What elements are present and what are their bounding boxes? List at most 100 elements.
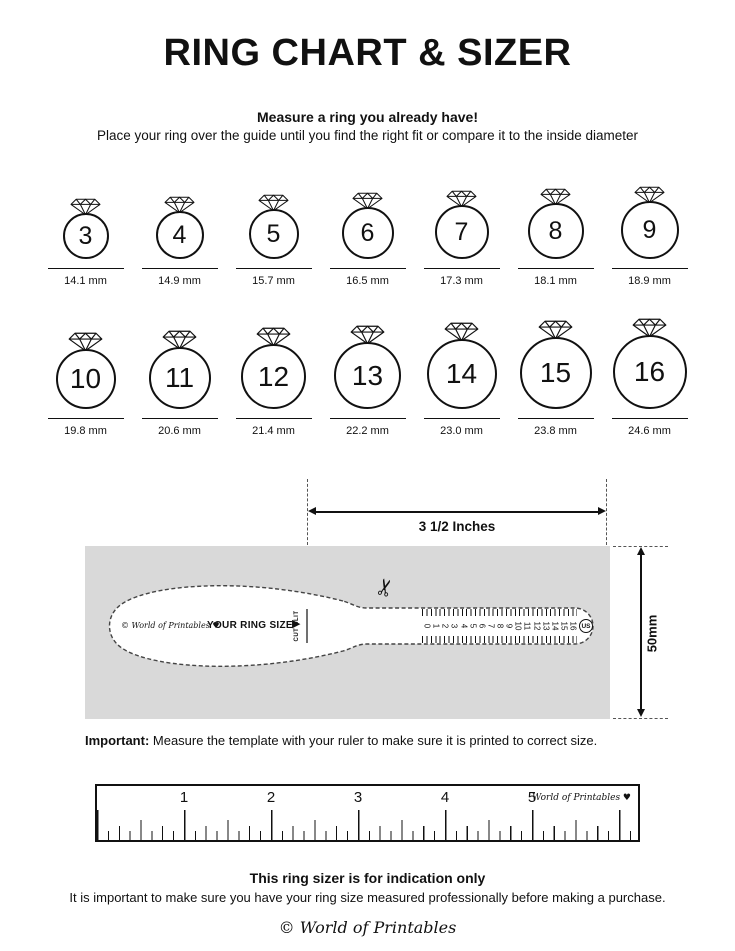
ring-size-item: 6 16.5 mm bbox=[321, 185, 415, 287]
diamond-icon bbox=[632, 318, 667, 338]
ring-band: 7 bbox=[434, 205, 489, 259]
important-note: Important: Measure the template with you… bbox=[85, 733, 735, 748]
ring-diameter-label: 15.7 mm bbox=[252, 275, 295, 287]
ring-illustration: 4 bbox=[155, 185, 204, 259]
ring-divider bbox=[517, 268, 594, 269]
ring-row-1: 3 14.1 mm 4 14.9 mm bbox=[0, 185, 735, 287]
ring-divider bbox=[329, 418, 406, 419]
ring-diameter-label: 23.8 mm bbox=[534, 425, 577, 437]
ring-band: 6 bbox=[341, 207, 394, 259]
scale-number: 7 bbox=[486, 623, 496, 629]
ring-size-number: 15 bbox=[539, 357, 572, 388]
ring-divider bbox=[423, 418, 500, 419]
ruler-number: 1 bbox=[179, 789, 189, 806]
height-guide-line-bottom bbox=[613, 718, 668, 719]
strap-ticks-top bbox=[422, 609, 577, 616]
ring-size-number: 5 bbox=[266, 219, 281, 248]
diamond-icon bbox=[258, 194, 289, 212]
ring-illustration: 7 bbox=[434, 185, 489, 259]
ring-band: 3 bbox=[62, 213, 109, 259]
important-label: Important: bbox=[85, 733, 150, 748]
ring-size-item: 15 23.8 mm bbox=[509, 317, 603, 437]
scale-number: 11 bbox=[522, 621, 532, 631]
diamond-icon bbox=[256, 327, 291, 347]
ring-band: 11 bbox=[148, 347, 211, 409]
ring-band: 15 bbox=[519, 337, 592, 409]
arrowhead-down-icon bbox=[636, 709, 645, 717]
ring-size-item: 13 22.2 mm bbox=[321, 317, 415, 437]
ring-illustration: 5 bbox=[248, 185, 299, 259]
ring-diameter-label: 14.9 mm bbox=[158, 275, 201, 287]
ruler-number: 3 bbox=[353, 789, 363, 806]
ring-illustration: 12 bbox=[241, 317, 306, 409]
ring-band: 10 bbox=[55, 349, 116, 409]
sizer-template-area: © World of Printables ♥ YOUR RING SIZE ▶… bbox=[85, 546, 610, 719]
scale-number: 1 bbox=[431, 623, 441, 629]
diamond-icon bbox=[350, 325, 385, 345]
ring-size-item: 8 18.1 mm bbox=[509, 185, 603, 287]
important-text: Measure the template with your ruler to … bbox=[149, 733, 598, 748]
ring-size-number: 12 bbox=[257, 360, 290, 392]
arrowhead-right-icon bbox=[598, 507, 606, 515]
ring-diameter-label: 19.8 mm bbox=[64, 425, 107, 437]
ruler-number: 4 bbox=[440, 789, 450, 806]
strap-ticks-bottom bbox=[422, 636, 577, 643]
sizer-section: 3 1/2 Inches © World of Printables ♥ YOU… bbox=[0, 479, 735, 719]
scale-number: 2 bbox=[440, 623, 450, 629]
ring-band: 14 bbox=[426, 339, 497, 409]
scale-number: 5 bbox=[468, 623, 478, 629]
ruler-brand-text: World of Printables ♥ bbox=[532, 793, 631, 803]
ring-size-item: 4 14.9 mm bbox=[133, 185, 227, 287]
width-dimension-label: 3 1/2 Inches bbox=[418, 519, 496, 534]
ring-diameter-label: 18.9 mm bbox=[628, 275, 671, 287]
width-guide-line-left bbox=[307, 479, 308, 545]
scale-number: 13 bbox=[541, 621, 551, 631]
ring-row-2: 10 19.8 mm 11 20.6 mm bbox=[0, 317, 735, 437]
ring-illustration: 6 bbox=[341, 185, 394, 259]
ring-diameter-label: 23.0 mm bbox=[440, 425, 483, 437]
ring-diameter-label: 16.5 mm bbox=[346, 275, 389, 287]
strap-brand-text: © World of Printables ♥ bbox=[121, 621, 220, 630]
ruler-number: 5 bbox=[527, 789, 537, 806]
ring-size-item: 10 19.8 mm bbox=[39, 317, 133, 437]
scale-number: 8 bbox=[495, 623, 505, 629]
ring-illustration: 10 bbox=[55, 317, 116, 409]
diamond-icon bbox=[68, 332, 103, 352]
ring-band: 5 bbox=[248, 209, 299, 259]
scale-number: 14 bbox=[550, 621, 560, 631]
scale-number: 9 bbox=[504, 623, 514, 629]
diamond-icon bbox=[162, 330, 197, 350]
ruler-ticks bbox=[97, 786, 638, 840]
ring-band: 8 bbox=[527, 203, 584, 259]
ring-divider bbox=[611, 418, 688, 419]
ring-band: 16 bbox=[612, 335, 687, 409]
ring-diameter-label: 18.1 mm bbox=[534, 275, 577, 287]
diamond-icon bbox=[70, 198, 101, 216]
measure-instruction: Place your ring over the guide until you… bbox=[96, 128, 639, 143]
ring-diameter-label: 14.1 mm bbox=[64, 275, 107, 287]
ring-diameter-label: 22.2 mm bbox=[346, 425, 389, 437]
ring-illustration: 15 bbox=[519, 317, 592, 409]
ring-size-number: 11 bbox=[164, 362, 195, 393]
ring-divider bbox=[235, 418, 312, 419]
ring-divider bbox=[141, 268, 218, 269]
scale-number: 6 bbox=[477, 623, 487, 629]
scale-number: 10 bbox=[513, 621, 523, 631]
ring-diameter-label: 20.6 mm bbox=[158, 425, 201, 437]
scale-number: 15 bbox=[559, 621, 569, 631]
ring-divider bbox=[47, 268, 124, 269]
scale-number: 3 bbox=[449, 623, 459, 629]
diamond-icon bbox=[446, 190, 477, 208]
ring-size-number: 16 bbox=[633, 356, 666, 387]
ring-divider bbox=[235, 268, 312, 269]
width-guide-line-right bbox=[606, 479, 607, 545]
ring-illustration: 3 bbox=[62, 185, 109, 259]
ring-diameter-label: 17.3 mm bbox=[440, 275, 483, 287]
diamond-icon bbox=[538, 320, 573, 340]
ring-divider bbox=[329, 268, 406, 269]
ring-band: 9 bbox=[620, 201, 679, 259]
ring-divider bbox=[517, 418, 594, 419]
ring-illustration: 16 bbox=[612, 317, 687, 409]
